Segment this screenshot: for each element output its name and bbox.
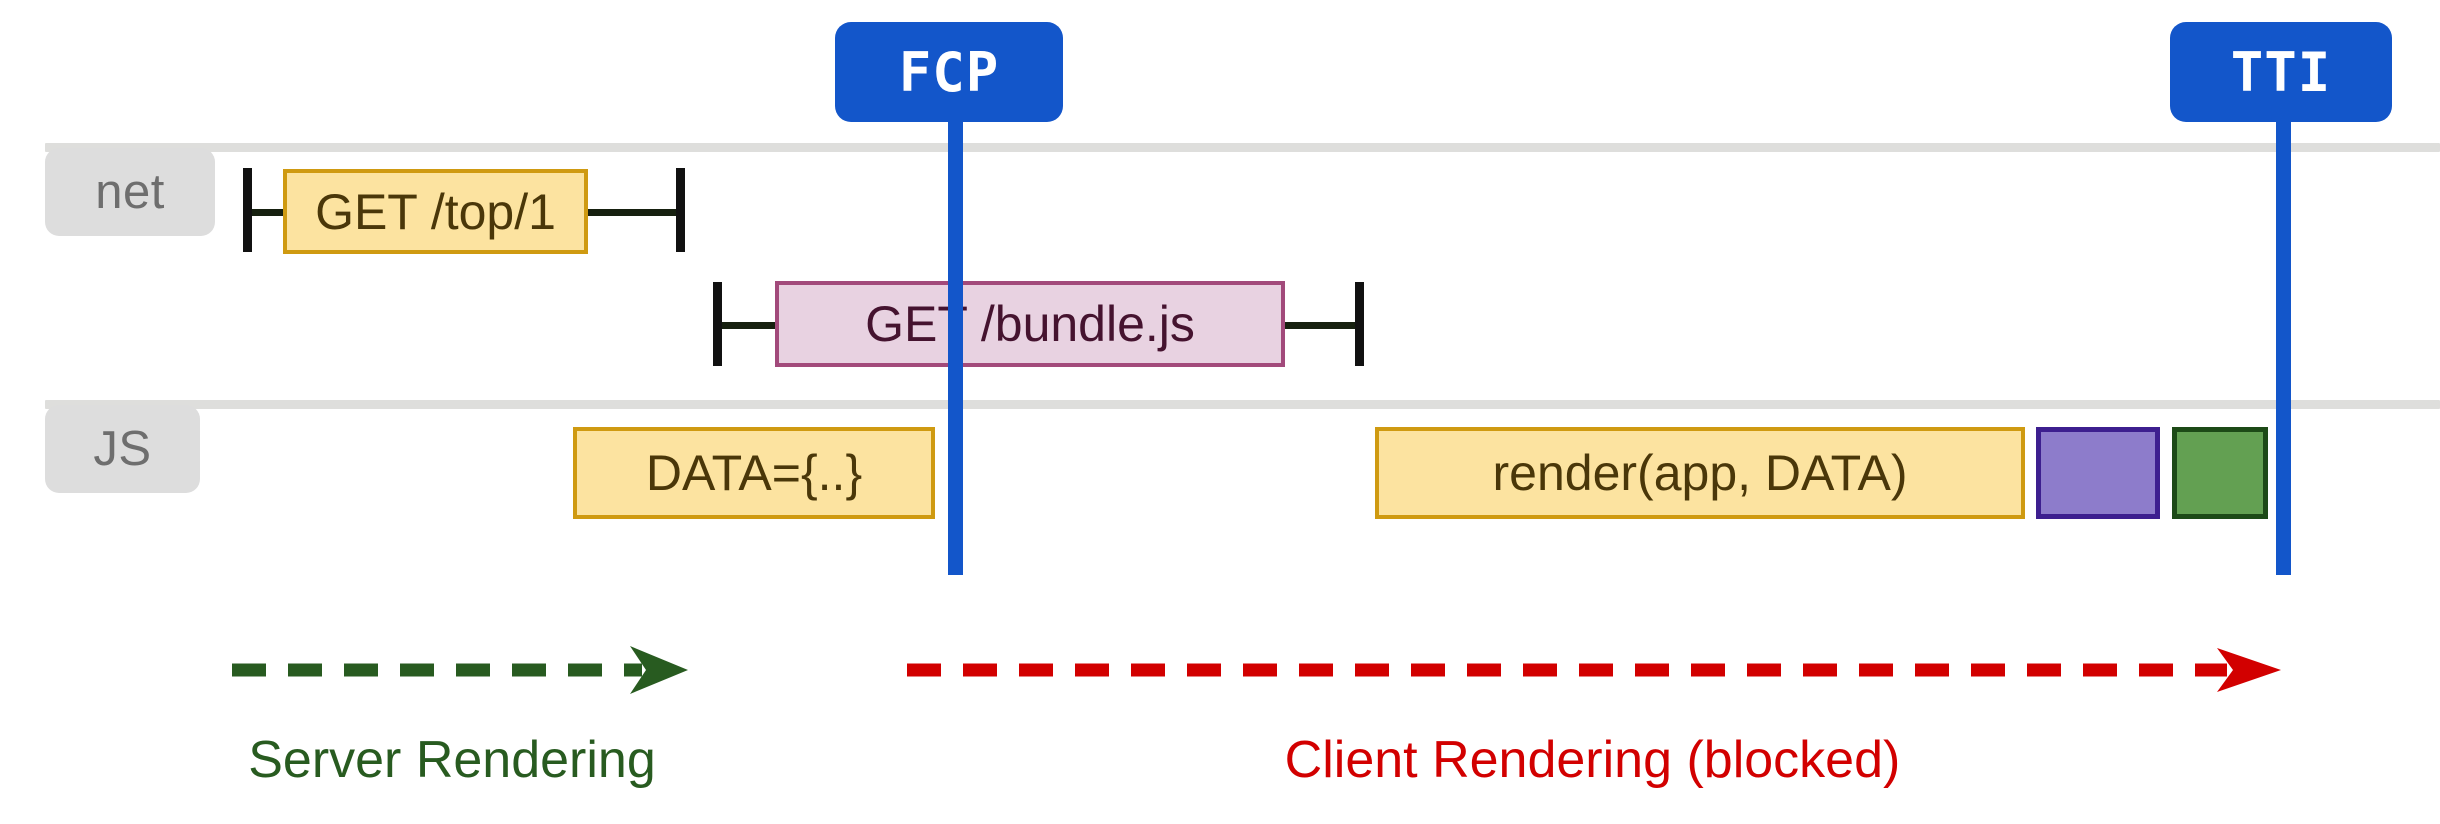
task-paint[interactable] [2172,427,2268,519]
fcp-marker-label: FCP [898,40,1000,104]
net-lane-separator [45,143,2440,152]
get-bundle-end-tick [1355,282,1364,366]
server-rendering-caption-text: Server Rendering [248,731,656,789]
get-top-end-tick [676,168,685,252]
task-get-bundle[interactable]: GET /bundle.js [775,281,1285,367]
client-rendering-arrow [907,648,2281,692]
task-get-bundle-label: GET /bundle.js [865,296,1195,352]
fcp-marker-line [948,80,963,575]
tti-marker-line [2276,80,2291,575]
lane-label-js-text: JS [93,422,152,476]
server-rendering-caption: Server Rendering [196,730,708,790]
client-rendering-caption-text: Client Rendering (blocked) [1284,731,1901,789]
lane-label-js: JS [45,405,200,493]
task-render-call-label: render(app, DATA) [1492,445,1908,501]
task-data-assign-label: DATA={..} [645,445,863,501]
client-rendering-caption: Client Rendering (blocked) [905,730,2280,790]
fcp-marker-badge[interactable]: FCP [835,22,1063,122]
lane-label-net-text: net [95,165,165,219]
get-bundle-start-tick [713,282,722,366]
task-get-top[interactable]: GET /top/1 [283,169,588,254]
tti-marker-badge[interactable]: TTI [2170,22,2392,122]
task-layout[interactable] [2036,427,2160,519]
server-rendering-arrow [232,646,688,694]
task-render-call[interactable]: render(app, DATA) [1375,427,2025,519]
task-get-top-label: GET /top/1 [315,183,556,240]
task-data-assign[interactable]: DATA={..} [573,427,935,519]
get-top-start-tick [243,168,252,252]
js-lane-separator [45,400,2440,409]
tti-marker-label: TTI [2230,40,2332,104]
lane-label-net: net [45,148,215,236]
